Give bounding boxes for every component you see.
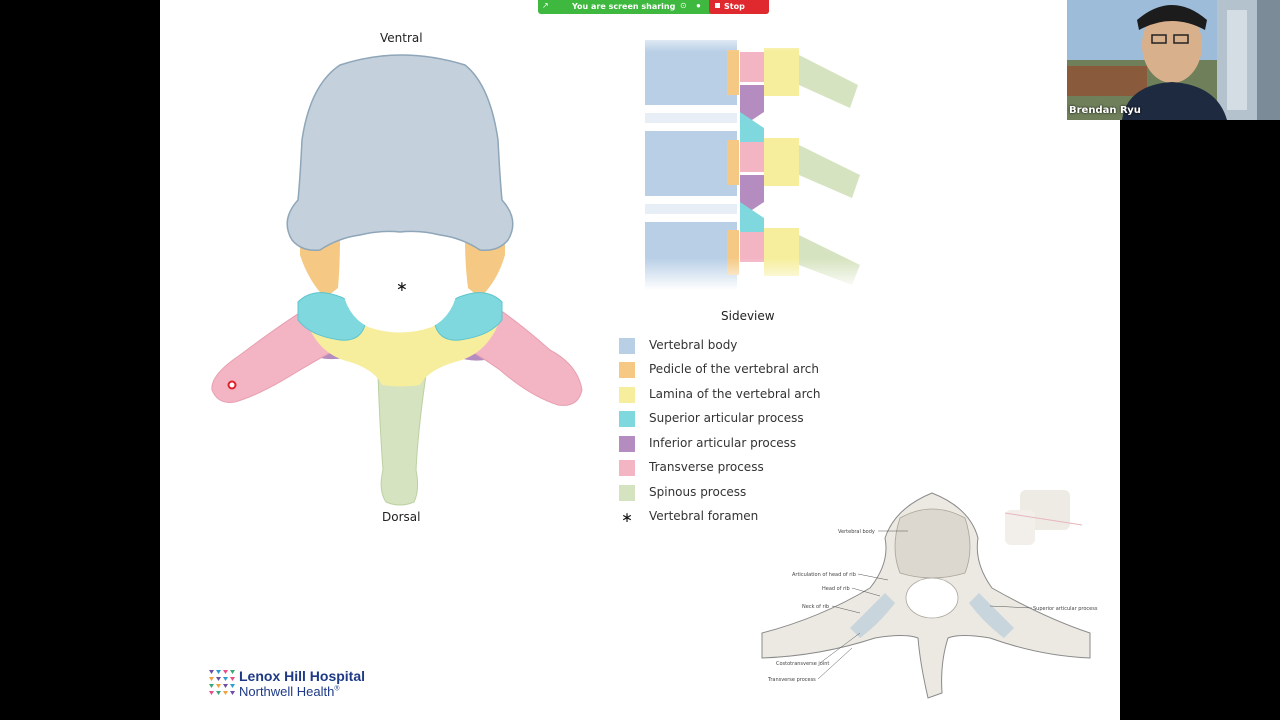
- vertebral-foramen: [342, 237, 458, 333]
- video-feed: [1067, 0, 1280, 120]
- legend-swatch: [619, 387, 635, 403]
- anatomy-label: Articulation of head of rib: [792, 572, 856, 578]
- pause-share-icon[interactable]: ⊙: [680, 1, 687, 10]
- leader-line: [819, 632, 861, 664]
- sideview-diagram: [640, 30, 870, 290]
- share-icon: ↗: [542, 1, 549, 10]
- legend-label: Vertebral body: [649, 338, 738, 352]
- logo-network-name: Northwell Health®: [239, 684, 340, 699]
- legend-label: Superior articular process: [649, 411, 804, 425]
- pointer-dot: [227, 380, 237, 390]
- leader-line: [989, 605, 1033, 609]
- thumbnail-illustration: [1004, 490, 1083, 545]
- presenter-name: Brendan Ryu: [1069, 105, 1141, 116]
- legend-swatch: [619, 411, 635, 427]
- legend-label: Transverse process: [649, 460, 764, 474]
- anatomy-label: Vertebral body: [838, 529, 875, 535]
- legend-swatch: [619, 485, 635, 501]
- legend-label: Spinous process: [649, 485, 747, 499]
- legend-swatch: [619, 362, 635, 378]
- legend-label: Pedicle of the vertebral arch: [649, 362, 819, 376]
- anatomy-label: Costotransverse joint: [776, 661, 829, 667]
- leader-line: [851, 587, 881, 597]
- spinous-process: [377, 374, 427, 506]
- logo-hospital-name: Lenox Hill Hospital: [239, 668, 366, 684]
- stop-icon: [715, 3, 720, 8]
- leader-line: [831, 605, 861, 614]
- anatomy-label: Superior articular process: [1033, 606, 1098, 612]
- anatomy-label: Neck of rib: [802, 604, 829, 610]
- legend-swatch: [619, 460, 635, 476]
- sideview-title: Sideview: [721, 309, 775, 323]
- stop-share-label: Stop Share: [709, 2, 745, 25]
- shield-icon[interactable]: ●: [696, 1, 701, 10]
- dorsal-label: Dorsal: [382, 510, 421, 524]
- presentation-slide: Ventral Dorsal ∗: [160, 0, 1120, 720]
- screen-share-status: You are screen sharing: [572, 2, 676, 11]
- video-thumbnail[interactable]: Brendan Ryu: [1067, 0, 1280, 120]
- logo-mark-icon: [209, 670, 235, 695]
- legend-label: Inferior articular process: [649, 436, 797, 450]
- logo-registered-mark: ®: [334, 685, 340, 693]
- foramen-marker: ∗: [396, 279, 408, 295]
- vertebra-diagram: ∗: [211, 54, 583, 506]
- leader-line: [817, 647, 853, 680]
- legend-swatch: [619, 338, 635, 354]
- anatomy-illustration: Vertebral body Articulation of head of r…: [761, 492, 1098, 699]
- legend-label: Vertebral foramen: [649, 509, 759, 523]
- pedicle-left: [300, 235, 340, 298]
- anatomy-label: Transverse process: [767, 677, 816, 683]
- stop-share-button[interactable]: Stop Share: [709, 0, 769, 25]
- legend-swatch: [619, 436, 635, 452]
- legend-label: Lamina of the vertebral arch: [649, 387, 821, 401]
- pedicle-right: [465, 235, 505, 298]
- logo-network-text: Northwell Health: [239, 684, 335, 699]
- asterisk-icon: ∗: [621, 510, 633, 526]
- leader-line: [857, 573, 889, 581]
- vertebral-body: [286, 54, 514, 252]
- anatomy-label: Head of rib: [822, 586, 850, 592]
- ventral-label: Ventral: [380, 31, 423, 45]
